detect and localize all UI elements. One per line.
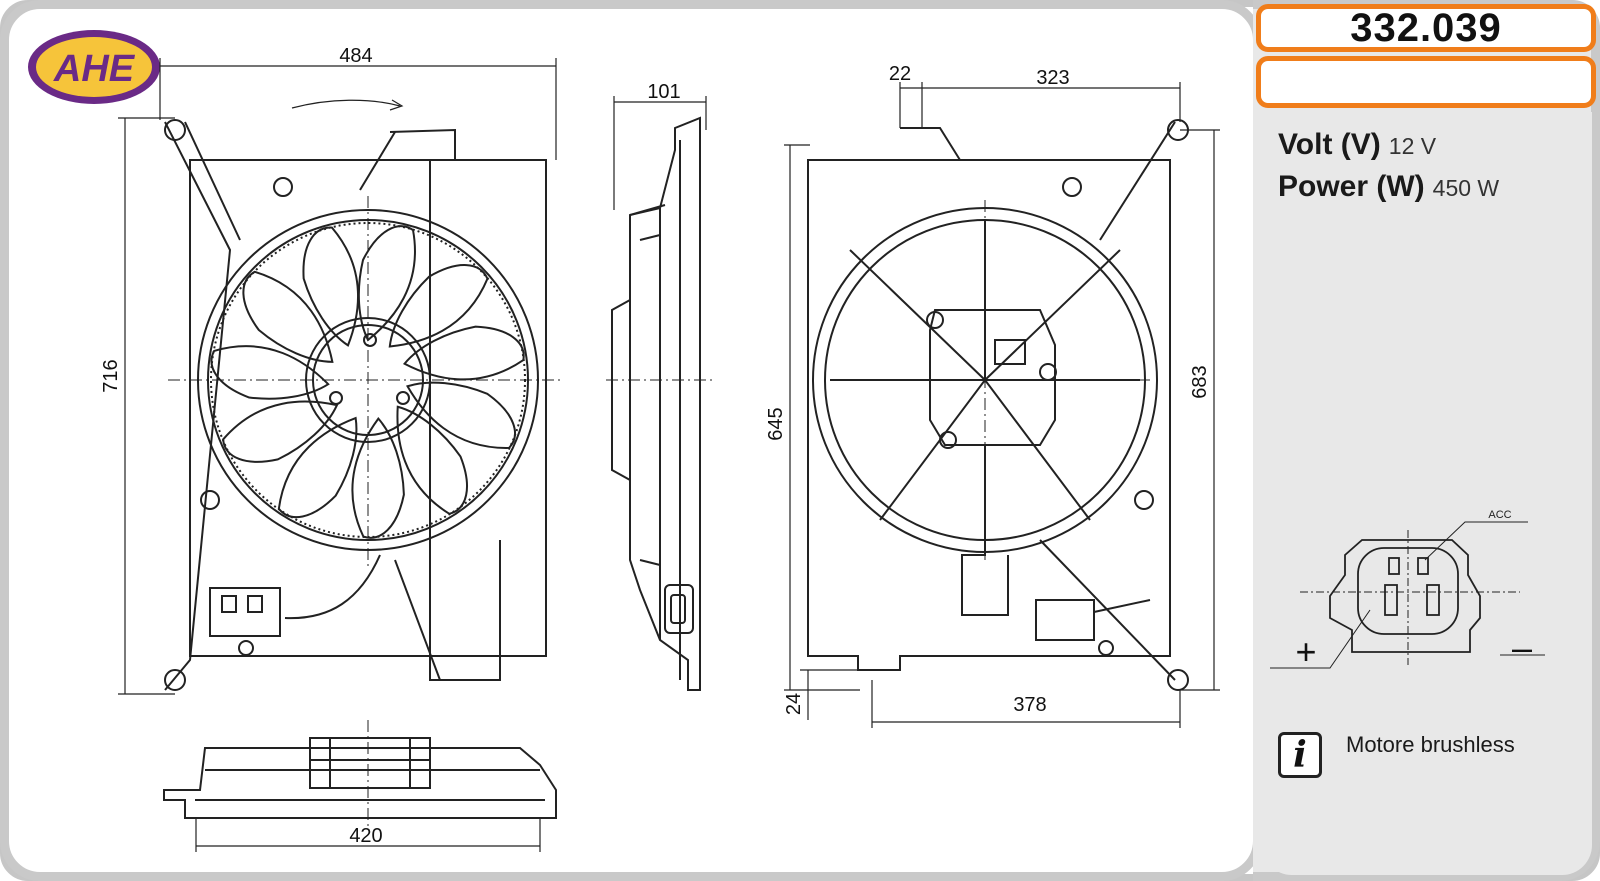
connector-pinout [1270,521,1545,669]
product-code: 332.039 [1256,4,1596,52]
info-icon: i [1278,732,1322,778]
back-dimensions [784,82,1220,728]
spec-power: Power (W) 450 W [1278,170,1499,204]
connector-acc-label: ACC [1488,509,1511,521]
bottom-view [163,720,557,830]
spec-power-label: Power [1278,170,1369,203]
spec-volt-label: Volt [1278,128,1333,161]
side-dimensions [613,96,707,210]
bottom-dimensions [195,818,541,852]
dim-back-bottom-offset: 24 [783,693,805,715]
front-view [164,99,560,691]
dim-front-width: 484 [339,45,372,67]
back-view [807,119,1189,691]
spec-power-value: 450 W [1432,175,1500,201]
dim-side-depth: 101 [647,81,680,103]
spec-volt-value: 12 V [1388,133,1437,159]
product-subtitle-box [1256,56,1596,108]
front-dimensions [118,58,557,695]
dim-back-bottom-width: 378 [1013,694,1046,716]
dim-back-offset: 22 [889,63,911,85]
spec-power-unit: (W) [1376,170,1425,203]
spec-volt-unit: (V) [1340,128,1381,161]
dim-back-width: 323 [1036,67,1069,89]
spec-volt: Volt (V) 12 V [1278,128,1436,162]
connector-plus-label: + [1295,631,1316,672]
ahe-logo: AHE [28,30,160,104]
dim-front-height: 716 [100,359,122,392]
side-view [606,116,716,691]
connector-minus-label: – [1512,627,1532,668]
dim-bottom-width: 420 [349,825,382,847]
drawing-panel [0,0,1262,881]
note-text: Motore brushless [1346,732,1515,757]
dim-back-inner-height: 645 [765,407,787,440]
dim-back-height: 683 [1189,365,1211,398]
logo-text: AHE [53,48,136,90]
